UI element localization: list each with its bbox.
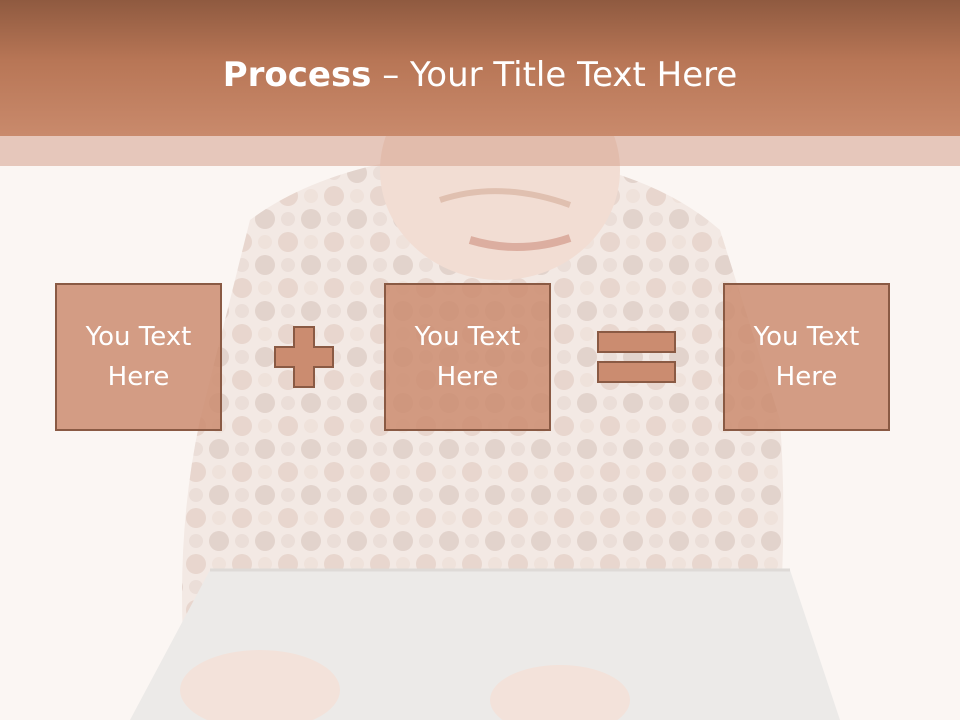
process-box-3-label: You Text Here [753, 322, 860, 392]
plus-icon [274, 326, 334, 388]
title-bar [0, 0, 960, 136]
title-bold: Process [222, 55, 372, 95]
process-box-2-label: You Text Here [414, 322, 521, 392]
process-box-3[interactable]: You Text Here [723, 283, 890, 431]
process-box-2[interactable]: You Text Here [384, 283, 551, 431]
slide-title: Process – Your Title Text Here [0, 52, 960, 98]
process-box-1[interactable]: You Text Here [55, 283, 222, 431]
title-accent-strip [0, 136, 960, 166]
process-box-1-label: You Text Here [85, 322, 192, 392]
title-rest: – Your Title Text Here [371, 55, 738, 95]
equals-icon [597, 331, 676, 383]
